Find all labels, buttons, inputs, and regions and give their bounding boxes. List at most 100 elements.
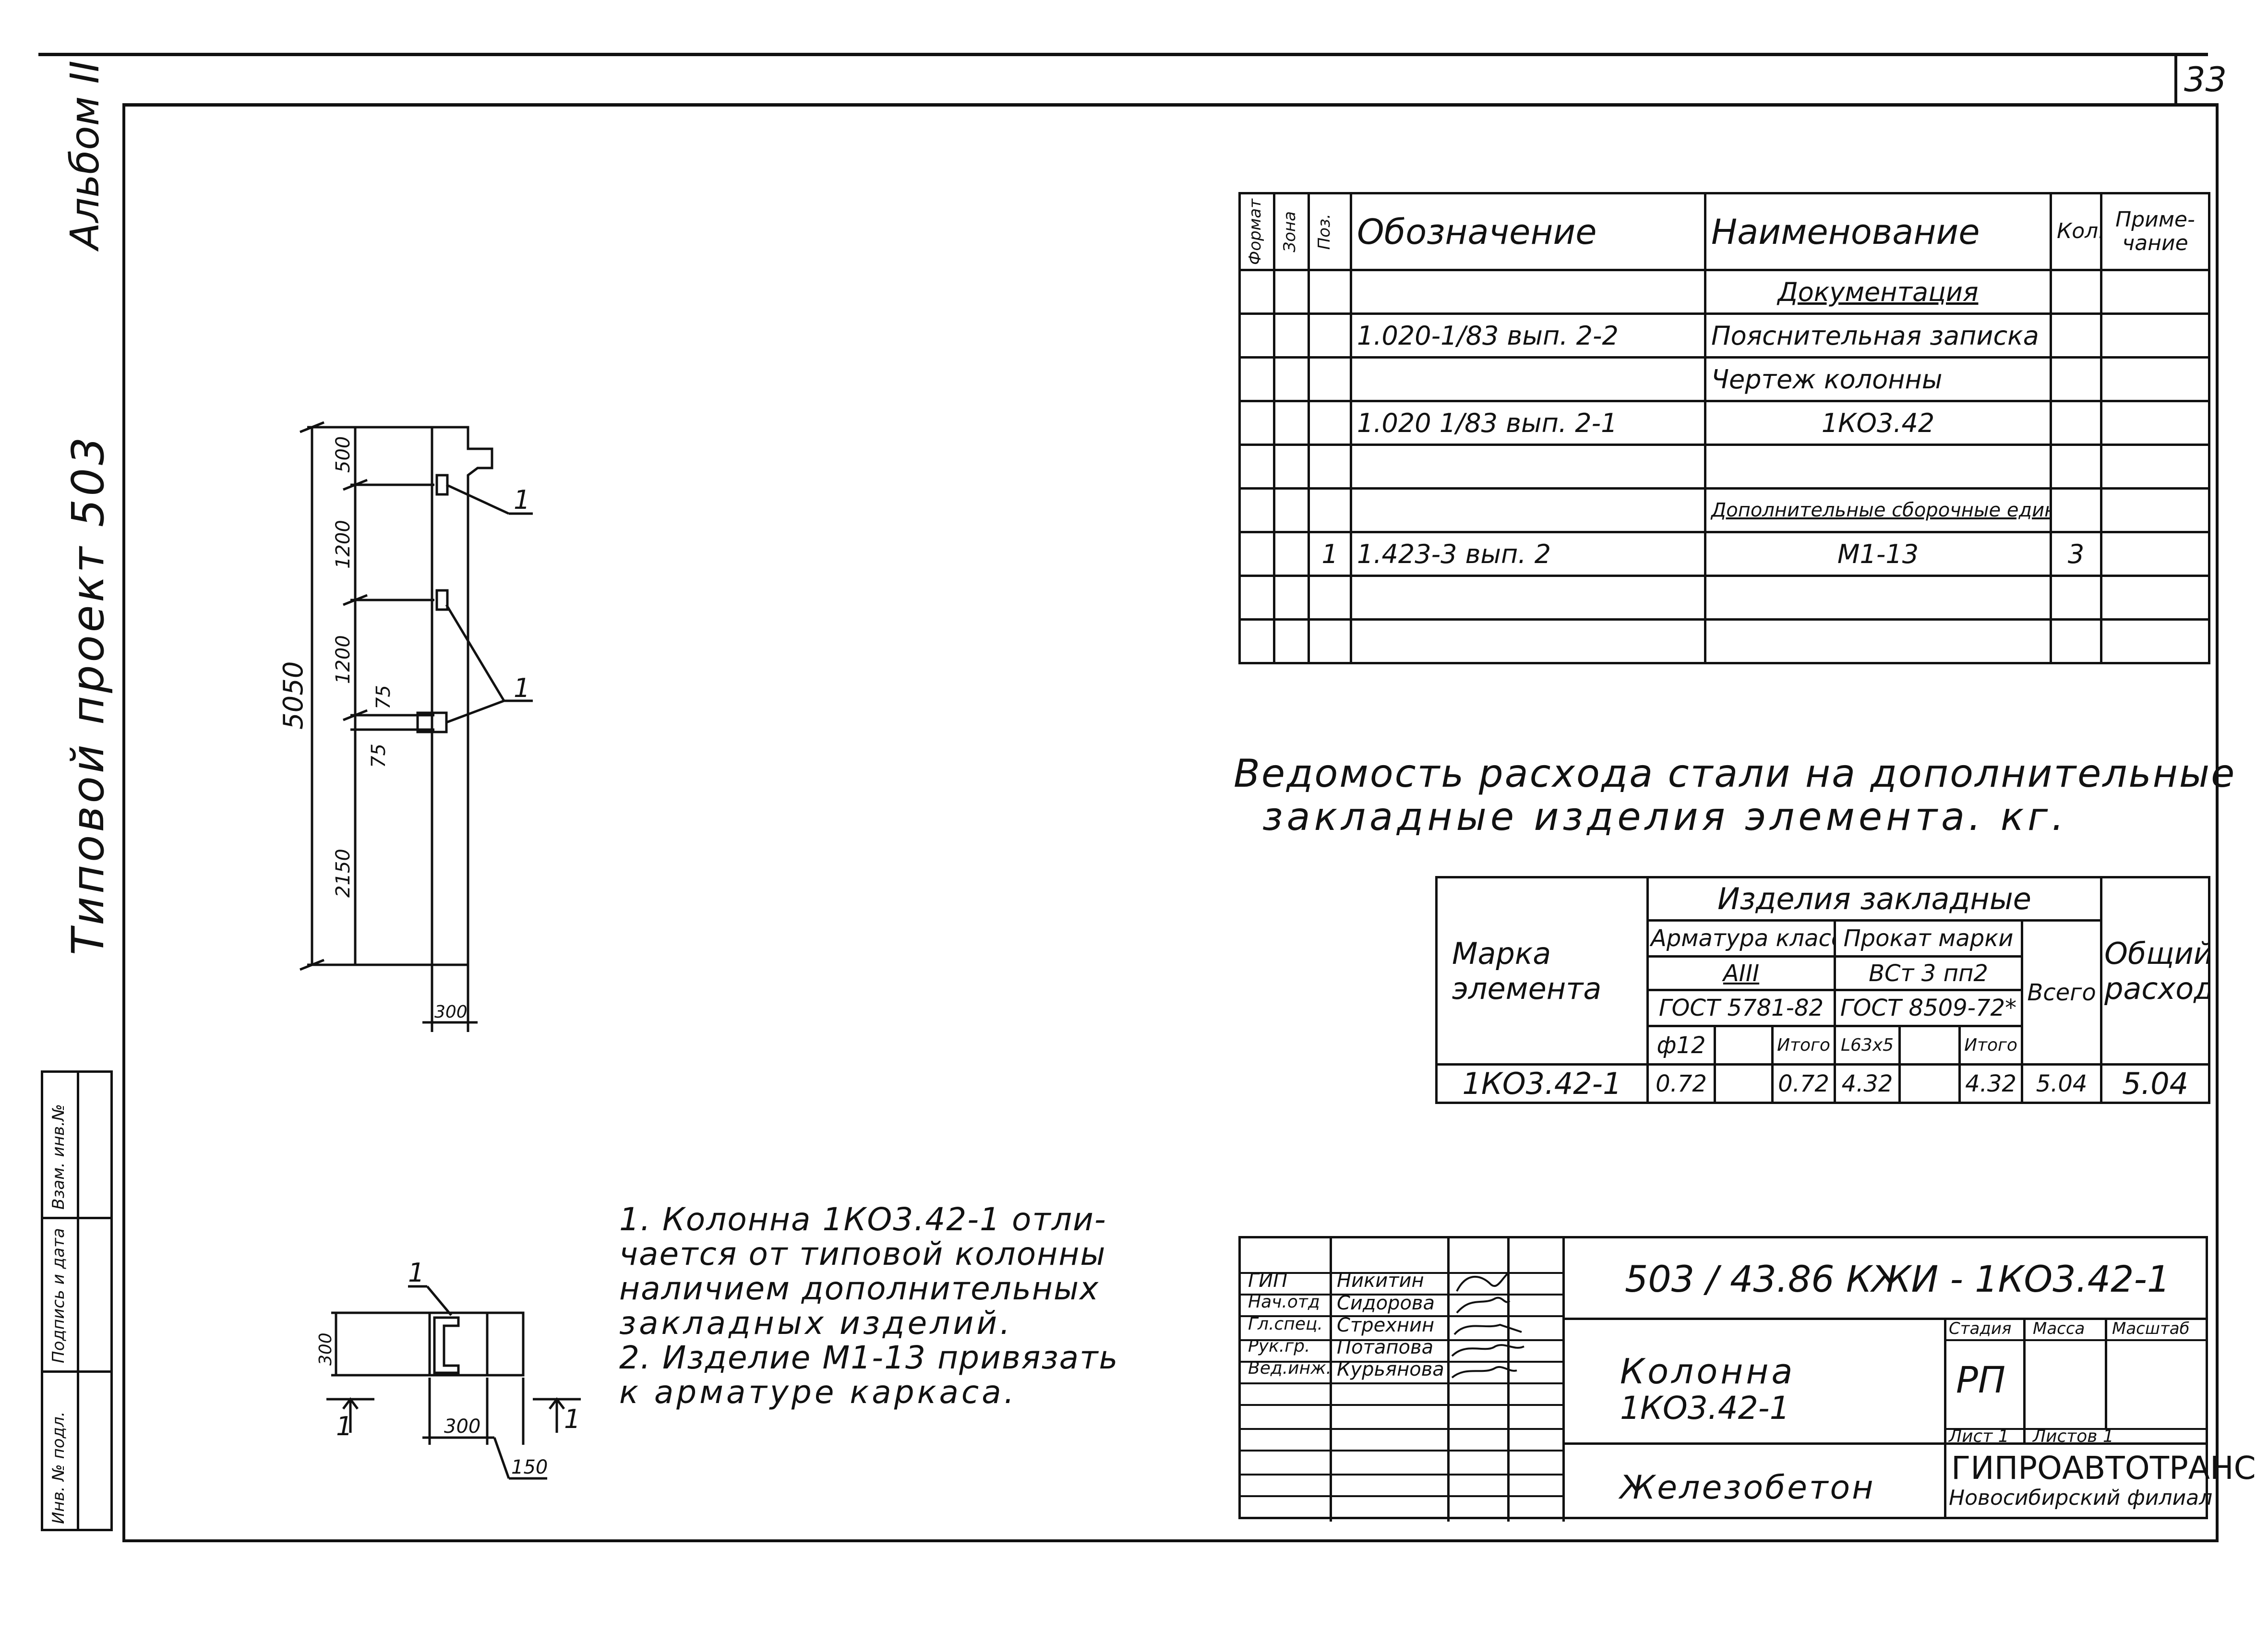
- steel-row-itogo1: 0.72: [1771, 1063, 1836, 1104]
- note-line-3: наличием дополнительных: [619, 1270, 1100, 1307]
- spec-cell-designation: 1.020 1/83 вып. 2-1: [1350, 400, 1706, 446]
- spec-cell-designation: [1350, 618, 1706, 664]
- column-outline: [431, 426, 493, 966]
- column-drawing: 500 1200 1200 75 75 2150 5050 300 1 1: [278, 421, 533, 1032]
- spec-header-qty: Кол.: [2050, 192, 2102, 271]
- steel-sub-empty-1: [1714, 1025, 1774, 1066]
- spec-cell-pos: [1308, 356, 1352, 402]
- spec-cell-name: Документация: [1704, 269, 2052, 315]
- steel-statement-title-1: Ведомость расхода стали на дополнительны…: [1234, 751, 2236, 796]
- spec-cell-format: [1238, 575, 1275, 621]
- spec-cell-name: Дополнительные сборочные единицы: [1704, 487, 2052, 533]
- spec-row: [1238, 575, 2210, 621]
- spec-cell-zone: [1273, 356, 1310, 402]
- name-nikitin: Никитин: [1337, 1270, 1424, 1292]
- steel-row-angle: 4.32: [1834, 1063, 1901, 1104]
- spec-cell-name: Пояснительная записка: [1704, 312, 2052, 359]
- spec-cell-zone: [1273, 400, 1310, 446]
- spec-cell-qty: [2050, 400, 2102, 446]
- section-dim-300-h: 300: [444, 1416, 480, 1438]
- note-line-6: к арматуре каркаса.: [619, 1374, 1017, 1411]
- steel-header-prokat: Прокат марки: [1834, 919, 2023, 958]
- spec-cell-designation: [1350, 487, 1706, 533]
- spec-cell-qty: 3: [2050, 531, 2102, 577]
- section-plate: [433, 1316, 460, 1374]
- element-mark: 1КО3.42-1: [1620, 1390, 1790, 1427]
- spec-cell-qty: [2050, 487, 2102, 533]
- sheet-number-divider: [2174, 53, 2177, 106]
- section-dim-150: 150: [511, 1456, 548, 1478]
- spec-cell-zone: [1273, 312, 1310, 359]
- side-stamp-hline-2: [43, 1370, 110, 1373]
- spec-cell-name: М1-13: [1704, 531, 2052, 577]
- leader-1b: [445, 604, 505, 702]
- stage-value: РП: [1956, 1358, 2005, 1401]
- steel-prokat-grade: ВСт 3 пп2: [1834, 955, 2023, 991]
- spec-cell-designation: 1.423-3 вып. 2: [1350, 531, 1706, 577]
- steel-row-general: 5.04: [2100, 1063, 2211, 1104]
- stage-label: Стадия: [1949, 1319, 2012, 1338]
- specification-table: Формат Зона Поз. Обозначение Наименовани…: [1238, 192, 2210, 664]
- dim-500: 500: [332, 436, 354, 473]
- spec-cell-name: Чертеж колонны: [1704, 356, 2052, 402]
- spec-cell-name: [1704, 444, 2052, 490]
- spec-cell-format: [1238, 356, 1275, 402]
- spec-cell-zone: [1273, 575, 1310, 621]
- spec-cell-format: [1238, 444, 1275, 490]
- spec-cell-qty: [2050, 312, 2102, 359]
- spec-header-format: Формат: [1238, 192, 1275, 271]
- steel-sub-angle: L63x5: [1834, 1025, 1901, 1066]
- spec-cell-pos: [1308, 444, 1352, 490]
- section-leader: [426, 1285, 452, 1316]
- spec-cell-format: [1238, 487, 1275, 533]
- section-callout-1: 1: [408, 1258, 424, 1288]
- steel-prokat-gost: ГОСТ 8509-72*: [1834, 989, 2023, 1027]
- dim-75-b: 75: [368, 744, 390, 768]
- element-name: Колонна: [1620, 1351, 1796, 1392]
- leader-1a: [445, 483, 510, 515]
- spec-cell-pos: [1308, 618, 1352, 664]
- spec-cell-pos: [1308, 269, 1352, 315]
- steel-statement-table: Марка элемента Изделия закладные Общий р…: [1435, 876, 2211, 1104]
- dim-75-a: 75: [372, 685, 395, 709]
- name-sidorova: Сидорова: [1337, 1292, 1435, 1314]
- spec-row: [1238, 444, 2210, 490]
- spec-header-row: Формат Зона Поз. Обозначение Наименовани…: [1238, 192, 2210, 271]
- spec-row: Дополнительные сборочные единицы: [1238, 487, 2210, 533]
- spec-cell-qty: [2050, 618, 2102, 664]
- steel-header-mark: Марка элемента: [1435, 876, 1649, 1066]
- section-drawing: 300 300 150 1 1 1: [316, 1258, 581, 1480]
- steel-data-row: 1КО3.42-1 0.72 0.72 4.32 4.32 5.04 5.04: [1435, 1063, 2211, 1104]
- sheets-label: Листов 1: [2033, 1427, 2114, 1446]
- spec-cell-note: [2100, 400, 2210, 446]
- name-strekhnin: Стрехнин: [1337, 1314, 1435, 1336]
- steel-row-empty-1: [1714, 1063, 1774, 1104]
- spec-cell-name: 1КО3.42: [1704, 400, 2052, 446]
- mass-label: Масса: [2033, 1319, 2085, 1338]
- side-stamp-divider: [77, 1073, 79, 1529]
- drawing-frame: [122, 103, 2219, 1542]
- spec-cell-designation: [1350, 444, 1706, 490]
- spec-cell-zone: [1273, 487, 1310, 533]
- spec-header-pos: Поз.: [1308, 192, 1352, 271]
- note-line-4: закладных изделий.: [619, 1305, 1013, 1342]
- spec-cell-qty: [2050, 356, 2102, 402]
- steel-armature-grade: АIII: [1646, 955, 1836, 991]
- spec-cell-designation: [1350, 356, 1706, 402]
- note-line-2: чается от типовой колонны: [619, 1236, 1106, 1272]
- steel-statement-title-2: закладные изделия элемента. кг.: [1262, 794, 2068, 839]
- steel-sub-empty-2: [1898, 1025, 1961, 1066]
- spec-cell-qty: [2050, 269, 2102, 315]
- spec-cell-note: [2100, 356, 2210, 402]
- spec-cell-name: [1704, 618, 2052, 664]
- spec-row: [1238, 618, 2210, 664]
- notes: 1. Колонна 1КО3.42-1 отли- чается от тип…: [619, 1202, 1118, 1410]
- steel-row-phi12: 0.72: [1646, 1063, 1716, 1104]
- steel-row-total: 5.04: [2020, 1063, 2103, 1104]
- steel-row-itogo2: 4.32: [1958, 1063, 2023, 1104]
- spec-cell-note: [2100, 312, 2210, 359]
- spec-cell-pos: [1308, 487, 1352, 533]
- role-glspec: Гл.спец.: [1248, 1314, 1323, 1334]
